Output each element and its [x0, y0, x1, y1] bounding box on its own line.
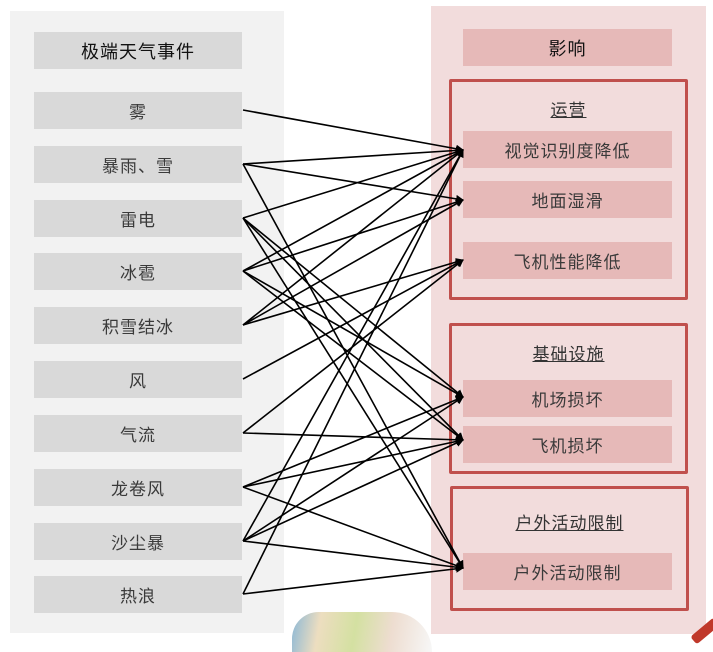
source-wind: 风: [34, 361, 242, 398]
source-fog: 雾: [34, 92, 242, 129]
source-sandstorm: 沙尘暴: [34, 523, 242, 560]
source-heatwave: 热浪: [34, 576, 242, 613]
source-hail: 冰雹: [34, 253, 242, 290]
impacts-panel: [431, 6, 706, 634]
events-header: 极端天气事件: [34, 32, 242, 69]
group-title-infrastructure: 基础设施: [532, 345, 605, 365]
group-title-operations: 运营: [550, 101, 587, 121]
target-slippery: 地面湿滑: [463, 181, 672, 218]
target-aircraft-damage: 飞机损坏: [463, 426, 672, 463]
group-title-outdoor: 户外活动限制: [515, 514, 624, 534]
source-ice: 积雪结冰: [34, 307, 242, 344]
source-airflow: 气流: [34, 415, 242, 452]
target-outdoor: 户外活动限制: [463, 553, 672, 590]
source-tornado: 龙卷风: [34, 469, 242, 506]
group-outdoor: 户外活动限制: [450, 486, 689, 611]
map-decoration: [292, 612, 432, 652]
target-airport-damage: 机场损坏: [463, 380, 672, 417]
source-rain-snow: 暴雨、雪: [34, 146, 242, 183]
target-visibility: 视觉识别度降低: [463, 131, 672, 168]
target-performance: 飞机性能降低: [463, 242, 672, 279]
source-thunder: 雷电: [34, 200, 242, 237]
impacts-header: 影响: [463, 29, 672, 66]
